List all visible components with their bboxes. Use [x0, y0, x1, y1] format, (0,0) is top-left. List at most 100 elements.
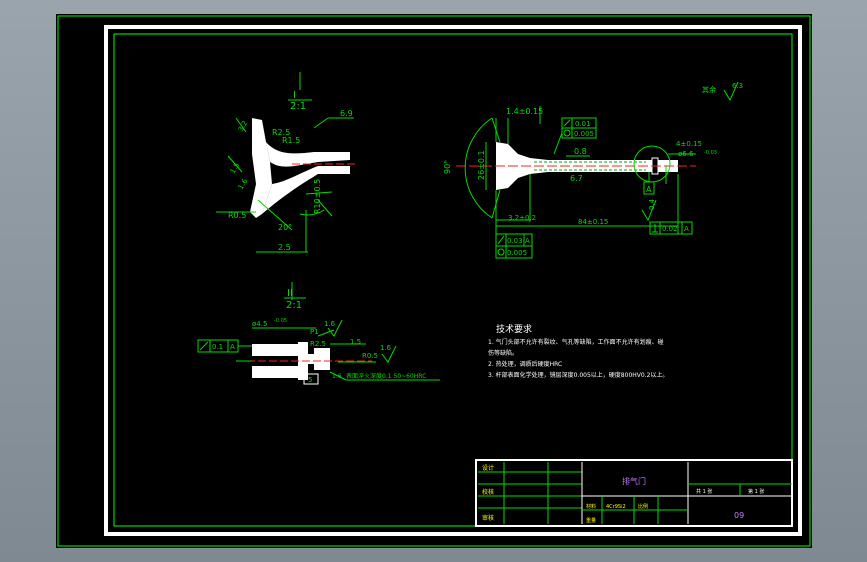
surface-note-label: 其余 [702, 85, 716, 94]
angle-arc [464, 117, 493, 219]
detail-1-dim69: 6.9 [340, 109, 353, 118]
detail-2-ra-symbol-b [381, 345, 397, 363]
tb-part-name: 排气门 [622, 476, 646, 486]
main-view: 90° 26±0.1 1.4±0.15 0.01 0.005 [443, 106, 717, 259]
detail-1-r05: R0.5 [228, 211, 246, 220]
round2-value-box [505, 245, 533, 259]
detail-1-r10: R10±0.5 [313, 179, 322, 214]
detail-2-dim15: 1.5 [350, 338, 361, 346]
surface-note-value: 6.3 [732, 82, 743, 90]
detail-2-box-5 [303, 373, 319, 385]
dim32-label: 3.2±0.2 [508, 214, 536, 222]
detail-1-leader [227, 155, 243, 173]
round2-value: 0.005 [507, 249, 527, 257]
runout-value: 0.03 [507, 237, 523, 245]
detail-2-ra-symbol-a [327, 319, 343, 337]
inner-frame [104, 25, 802, 536]
drawing-canvas: I 2:1 R2.5 R [57, 15, 811, 547]
perp-datum: A [684, 225, 689, 233]
detail-2-runout-datum: A [230, 343, 235, 351]
detail-1-leader [317, 199, 333, 217]
detail-1-r25: R2.5 [272, 128, 290, 137]
tech-title: 技术要求 [496, 323, 532, 335]
tb-sheet-total: 共 1 张 [696, 488, 712, 495]
runout-symbol [497, 235, 505, 245]
detail-2-leader [329, 371, 347, 381]
dim26-label: 26±0.1 [477, 150, 486, 180]
detail-1-small2: 1.5 [229, 161, 241, 175]
detail-1-r15: R1.5 [282, 136, 300, 145]
detail-2-end [314, 348, 330, 370]
tech-item: 1. 气门头部不允许有裂纹、气孔等缺陷，工作面不允许有划痕、碰 [488, 338, 664, 346]
detail-1-seat [250, 118, 272, 218]
detail-1-scale: 2:1 [290, 101, 306, 112]
surface-note-symbol [723, 81, 739, 102]
tol-leader [553, 132, 563, 155]
detail-1-angle20: 20° [278, 223, 292, 232]
tb-weight-label: 重量 [586, 517, 596, 524]
dim66-label: ø6.6 [678, 150, 694, 158]
dim66-tol: -0.03 [704, 150, 717, 156]
detail-1-dim25: 2.5 [278, 243, 291, 252]
title-block-border [475, 459, 793, 527]
frame-green-line [113, 33, 793, 527]
angle90-label: 90° [443, 160, 452, 174]
detail-view-2: II 2:1 0.1 A [197, 282, 440, 385]
detail-2-dim5: 5 [308, 376, 312, 384]
detail-2-neck [308, 354, 314, 364]
detail-2-note: 表面淬火深度0.1 50~60HRC [346, 372, 426, 380]
perp-value: 0.02 [662, 225, 678, 233]
title-block: 设计 校核 审核 排气门 材料 4Cr9Si2 比例 重量 共 1 张 第 1 … [475, 459, 793, 527]
tb-sheet-num: 第 1 张 [748, 488, 764, 495]
tol-flat-value: 0.01 [575, 120, 591, 128]
tech-item: 3. 杆部表面化学处理，镜层深度0.005以上，硬度800HV0.2以上。 [488, 371, 668, 379]
detail-1-small3: 1.6 [237, 177, 250, 191]
detail-1-leader [305, 191, 333, 195]
round-symbol [563, 129, 571, 137]
detail-2-leader [317, 329, 335, 337]
dim08-label: 0.8 [574, 147, 587, 156]
detail-1-leader [235, 117, 247, 133]
tech-item: 2. 热处理，调质后硬度HRC [488, 360, 562, 368]
tb-row-design: 设计 [482, 464, 494, 472]
tb-row-check: 校核 [482, 488, 494, 496]
detail-1-angle-arc [299, 209, 325, 216]
detail-2-scale: 2:1 [286, 300, 302, 311]
round-value-box [571, 127, 597, 139]
detail-2-stem-upper [252, 344, 298, 356]
runout-datum: A [525, 237, 530, 245]
detail-2-stem-lower [252, 366, 298, 378]
tb-row-approve: 审核 [482, 514, 494, 522]
tb-drawing-number: 09 [734, 511, 744, 520]
detail-view-1: I 2:1 R2.5 R [216, 72, 356, 253]
ra-symbol [641, 199, 657, 222]
tol-round-value: 0.005 [574, 130, 594, 138]
detail-2-marker: II [287, 288, 293, 299]
datum-a-label: A [646, 185, 652, 194]
perp-datum-box [681, 221, 693, 235]
detail-2-dia: ø4.5 [252, 320, 267, 328]
detail-2-r25: R2.5 [310, 340, 326, 348]
tech-requirements: 技术要求 1. 气门头部不允许有裂纹、气孔等缺陷，工作面不允许有划痕、碰 伤等缺… [488, 323, 668, 379]
outer-border [57, 15, 811, 547]
detail-2-dim16: 1.6 [332, 373, 342, 380]
tb-material-value: 4Cr9Si2 [606, 504, 626, 510]
drawing-sheet: I 2:1 R2.5 R [56, 14, 812, 548]
detail-2-runout-value: 0.1 [212, 343, 223, 351]
detail-2-ra16b: 1.6 [380, 344, 392, 352]
flat-symbol [563, 119, 571, 127]
tb-scale-label: 比例 [638, 503, 648, 510]
dim14-label: 1.4±0.15 [506, 107, 543, 116]
ra-label: 0.4 [648, 198, 656, 210]
tb-material-label: 材料 [586, 503, 596, 510]
detail-1-marker: I [293, 90, 296, 101]
detail-1-fillet-lower [262, 166, 350, 214]
tech-item: 伤等缺陷。 [488, 349, 518, 357]
detail-1-leader [313, 117, 329, 129]
round2-symbol [497, 248, 505, 256]
detail-2-p1: P1 [310, 328, 319, 336]
dim4-label: 4±0.15 [676, 140, 702, 148]
detail-2-runout-symbol [199, 341, 209, 351]
detail-2-ra16a: 1.6 [324, 320, 336, 328]
